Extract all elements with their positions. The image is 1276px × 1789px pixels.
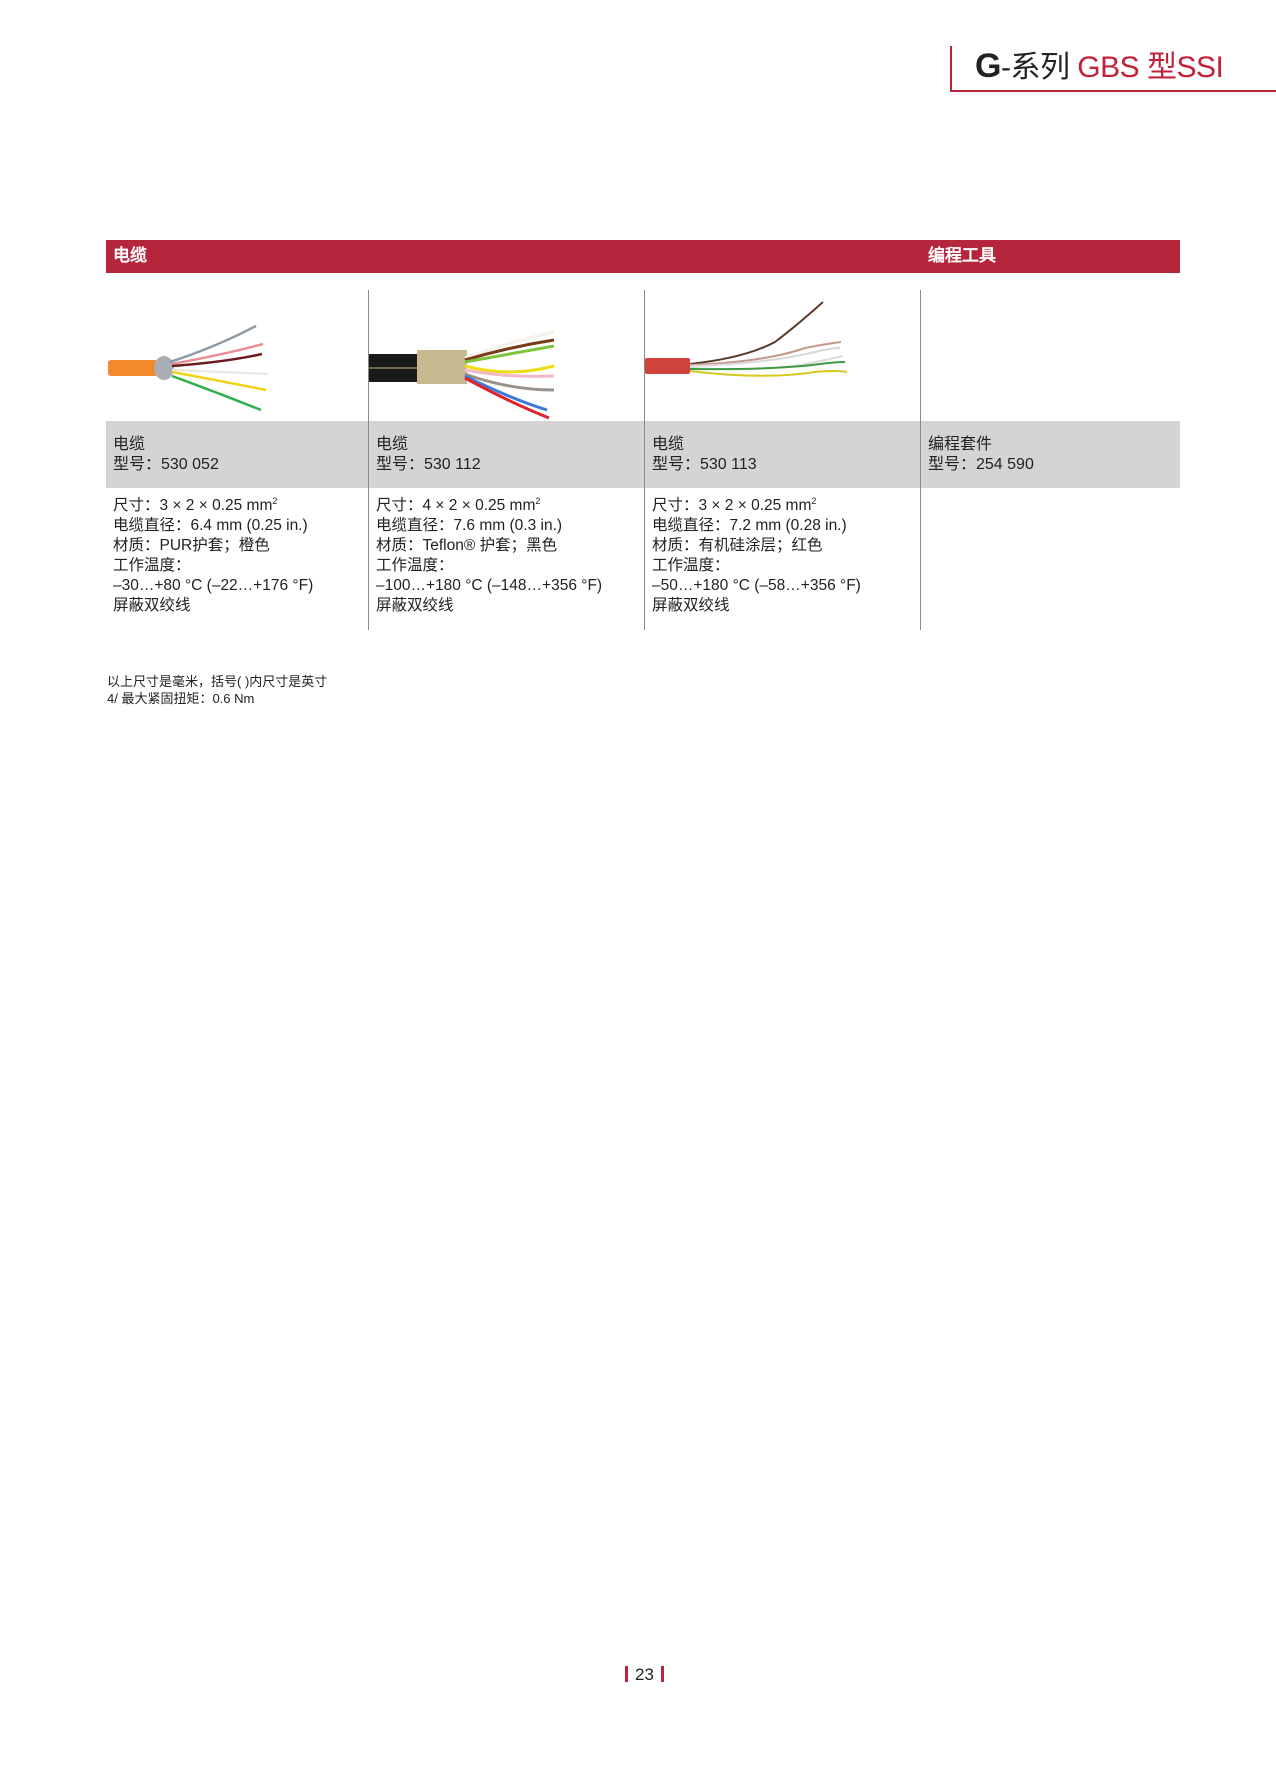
- spec-diameter: 电缆直径：6.4 mm (0.25 in.): [113, 517, 308, 534]
- section-title-cables: 电缆: [113, 246, 147, 265]
- spec-material: 材质：Teflon® 护套；黑色: [376, 537, 558, 554]
- product-name: 电缆: [113, 436, 146, 453]
- spec-diameter: 电缆直径：7.6 mm (0.3 in.): [376, 517, 563, 534]
- page-header: G-系列 GBS 型SSI: [950, 46, 1276, 92]
- note-units: 以上尺寸是毫米，括号( )内尺寸是英寸: [107, 674, 328, 689]
- product-header-530112: 电缆 型号：530 112: [376, 435, 481, 475]
- product-header-530052: 电缆 型号：530 052: [113, 435, 219, 475]
- orange-pur-cable-photo: [106, 292, 368, 420]
- product-model: 型号：530 113: [652, 456, 757, 473]
- specs-530113: 尺寸：3 × 2 × 0.25 mm2 电缆直径：7.2 mm (0.28 in…: [652, 496, 861, 616]
- series-letter: G: [975, 47, 1001, 85]
- spec-type: 屏蔽双绞线: [376, 597, 454, 614]
- red-silicone-cable-photo: [645, 292, 920, 420]
- page-number-value: 23: [635, 1665, 654, 1684]
- spec-size: 尺寸：3 × 2 × 0.25 mm2: [113, 495, 278, 514]
- page-number-bar-left: [625, 1666, 628, 1682]
- product-model: 型号：530 052: [113, 456, 219, 473]
- page-number: 23: [618, 1665, 671, 1685]
- product-name: 电缆: [376, 436, 409, 453]
- product-header-254590: 编程套件 型号：254 590: [928, 435, 1034, 475]
- note-torque: 4/ 最大紧固扭矩：0.6 Nm: [107, 691, 255, 706]
- product-name: 电缆: [652, 436, 685, 453]
- column-divider: [644, 290, 645, 630]
- product-model: 型号：254 590: [928, 456, 1034, 473]
- column-divider: [368, 290, 369, 630]
- spec-temp-value: –30…+80 °C (–22…+176 °F): [113, 577, 314, 594]
- spec-size: 尺寸：3 × 2 × 0.25 mm2: [652, 495, 817, 514]
- spec-size: 尺寸：4 × 2 × 0.25 mm2: [376, 495, 541, 514]
- section-band: 电缆 编程工具: [106, 240, 1180, 273]
- spec-material: 材质：有机硅涂层；红色: [652, 537, 823, 554]
- spec-temp-label: 工作温度：: [652, 557, 730, 574]
- header-underline: [950, 90, 1276, 92]
- product-name: 编程套件: [928, 436, 993, 453]
- product-model: 型号：530 112: [376, 456, 481, 473]
- spec-temp-label: 工作温度：: [113, 557, 191, 574]
- spec-type: 屏蔽双绞线: [652, 597, 730, 614]
- spec-temp-label: 工作温度：: [376, 557, 454, 574]
- product-header-530113: 电缆 型号：530 113: [652, 435, 757, 475]
- specs-530112: 尺寸：4 × 2 × 0.25 mm2 电缆直径：7.6 mm (0.3 in.…: [376, 496, 602, 616]
- black-teflon-cable-photo: [369, 292, 644, 420]
- series-suffix: -系列: [1000, 51, 1070, 84]
- header-accent-line: [950, 46, 952, 92]
- model-name: GBS 型SSI: [1077, 51, 1224, 84]
- spec-temp-value: –100…+180 °C (–148…+356 °F): [376, 577, 603, 594]
- spec-temp-value: –50…+180 °C (–58…+356 °F): [652, 577, 861, 594]
- page-number-bar-right: [660, 1666, 664, 1682]
- column-divider: [920, 290, 921, 630]
- specs-530052: 尺寸：3 × 2 × 0.25 mm2 电缆直径：6.4 mm (0.25 in…: [113, 496, 313, 616]
- spec-material: 材质：PUR护套；橙色: [113, 537, 270, 554]
- header-title: G-系列 GBS 型SSI: [975, 47, 1224, 86]
- spec-type: 屏蔽双绞线: [113, 597, 191, 614]
- footnotes: 以上尺寸是毫米，括号( )内尺寸是英寸 4/ 最大紧固扭矩：0.6 Nm: [107, 673, 327, 707]
- spec-diameter: 电缆直径：7.2 mm (0.28 in.): [652, 517, 847, 534]
- model-header-row: [106, 421, 1180, 488]
- section-title-tools: 编程工具: [928, 246, 996, 265]
